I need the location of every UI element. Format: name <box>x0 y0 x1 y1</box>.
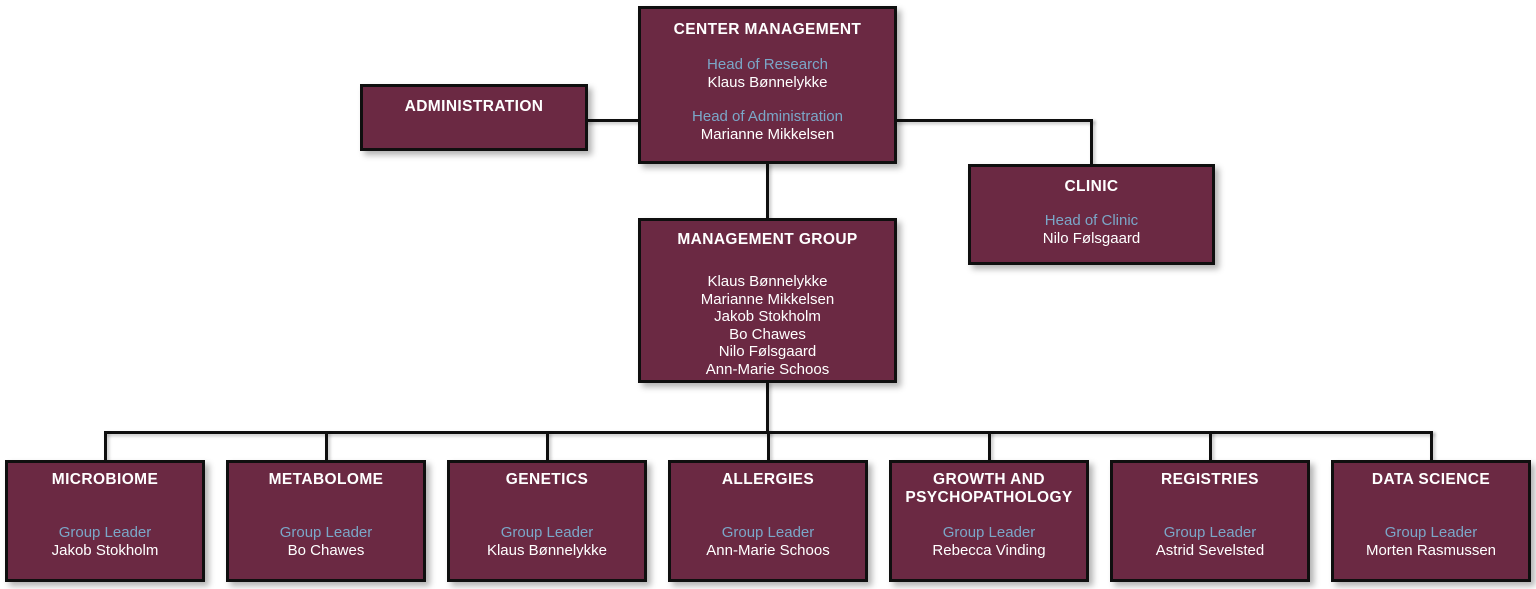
position-name: Klaus Bønnelykke <box>707 73 828 91</box>
box-title: MANAGEMENT GROUP <box>677 231 858 248</box>
box-title: CENTER MANAGEMENT <box>673 21 862 38</box>
box-title: ALLERGIES <box>721 471 815 488</box>
position-name: Astrid Sevelsted <box>1155 541 1265 559</box>
org-box-center-management: CENTER MANAGEMENT Head of Research Klaus… <box>638 6 897 164</box>
connector-center-clinic-vertical <box>1090 119 1093 166</box>
position-name: Nilo Følsgaard <box>1042 229 1141 247</box>
position-name: Jakob Stokholm <box>51 541 159 559</box>
group-leader-block: Group Leader Ann-Marie Schoos <box>671 524 865 559</box>
position-role: Head of Clinic <box>1044 212 1139 229</box>
member-name: Jakob Stokholm <box>714 308 821 325</box>
position-name: Ann-Marie Schoos <box>706 541 830 559</box>
box-title: ADMINISTRATION <box>404 98 544 115</box>
connector-drop-data-science <box>1430 431 1433 462</box>
member-name: Marianne Mikkelsen <box>700 290 835 308</box>
connector-drop-growth <box>988 431 991 462</box>
group-leader-block: Group Leader Astrid Sevelsted <box>1113 524 1307 559</box>
org-box-clinic: CLINIC Head of Clinic Nilo Følsgaard <box>968 164 1215 265</box>
org-box-metabolome: METABOLOME Group Leader Bo Chawes <box>226 460 426 582</box>
box-title: GROWTH AND PSYCHOPATHOLOGY <box>905 471 1073 506</box>
member-name: Bo Chawes <box>729 325 806 343</box>
position-role: Head of Administration <box>692 108 843 125</box>
position-role: Group Leader <box>500 524 594 541</box>
member-name: Klaus Bønnelykke <box>707 273 828 290</box>
position-role: Group Leader <box>942 524 1036 541</box>
position-entry: Head of Administration Marianne Mikkelse… <box>641 108 894 143</box>
position-name: Morten Rasmussen <box>1365 541 1497 559</box>
position-entry: Head of Clinic Nilo Følsgaard <box>971 212 1212 247</box>
org-box-administration: ADMINISTRATION <box>360 84 588 151</box>
org-box-growth-psychopathology: GROWTH AND PSYCHOPATHOLOGY Group Leader … <box>889 460 1089 582</box>
connector-drop-allergies <box>767 431 770 462</box>
connector-drop-genetics <box>546 431 549 462</box>
box-title: GENETICS <box>505 471 589 488</box>
group-leader-block: Group Leader Rebecca Vinding <box>892 524 1086 559</box>
position-role: Group Leader <box>58 524 152 541</box>
position-role: Group Leader <box>1163 524 1257 541</box>
group-leader-block: Group Leader Bo Chawes <box>229 524 423 559</box>
position-name: Marianne Mikkelsen <box>700 125 835 143</box>
org-box-microbiome: MICROBIOME Group Leader Jakob Stokholm <box>5 460 205 582</box>
connector-drop-registries <box>1209 431 1212 462</box>
position-role: Group Leader <box>721 524 815 541</box>
box-title: METABOLOME <box>268 471 384 488</box>
position-name: Bo Chawes <box>287 541 365 559</box>
group-leader-block: Group Leader Klaus Bønnelykke <box>450 524 644 559</box>
group-leader-block: Group Leader Jakob Stokholm <box>8 524 202 559</box>
org-box-management-group: MANAGEMENT GROUP Klaus Bønnelykke Marian… <box>638 218 897 383</box>
position-entry: Head of Research Klaus Bønnelykke <box>641 56 894 91</box>
org-box-data-science: DATA SCIENCE Group Leader Morten Rasmuss… <box>1331 460 1531 582</box>
position-role: Group Leader <box>279 524 373 541</box>
group-leader-block: Group Leader Morten Rasmussen <box>1334 524 1528 559</box>
position-role: Head of Research <box>707 56 828 73</box>
position-name: Klaus Bønnelykke <box>486 541 608 559</box>
member-list: Klaus Bønnelykke Marianne Mikkelsen Jako… <box>641 273 894 378</box>
connector-center-clinic-horizontal <box>895 119 1093 122</box>
connector-center-management-group <box>766 162 769 220</box>
member-name: Nilo Følsgaard <box>718 343 817 360</box>
org-box-registries: REGISTRIES Group Leader Astrid Sevelsted <box>1110 460 1310 582</box>
box-title: MICROBIOME <box>51 471 159 488</box>
position-name: Rebecca Vinding <box>932 541 1046 559</box>
org-box-genetics: GENETICS Group Leader Klaus Bønnelykke <box>447 460 647 582</box>
member-name: Ann-Marie Schoos <box>705 360 830 378</box>
connector-drop-metabolome <box>325 431 328 462</box>
position-role: Group Leader <box>1384 524 1478 541</box>
connector-management-group-bus <box>766 381 769 433</box>
box-title: DATA SCIENCE <box>1371 471 1491 488</box>
org-box-allergies: ALLERGIES Group Leader Ann-Marie Schoos <box>668 460 868 582</box>
connector-drop-microbiome <box>104 431 107 462</box>
box-title: REGISTRIES <box>1161 471 1259 488</box>
box-title: CLINIC <box>1064 178 1119 195</box>
connector-administration-center <box>585 119 640 122</box>
